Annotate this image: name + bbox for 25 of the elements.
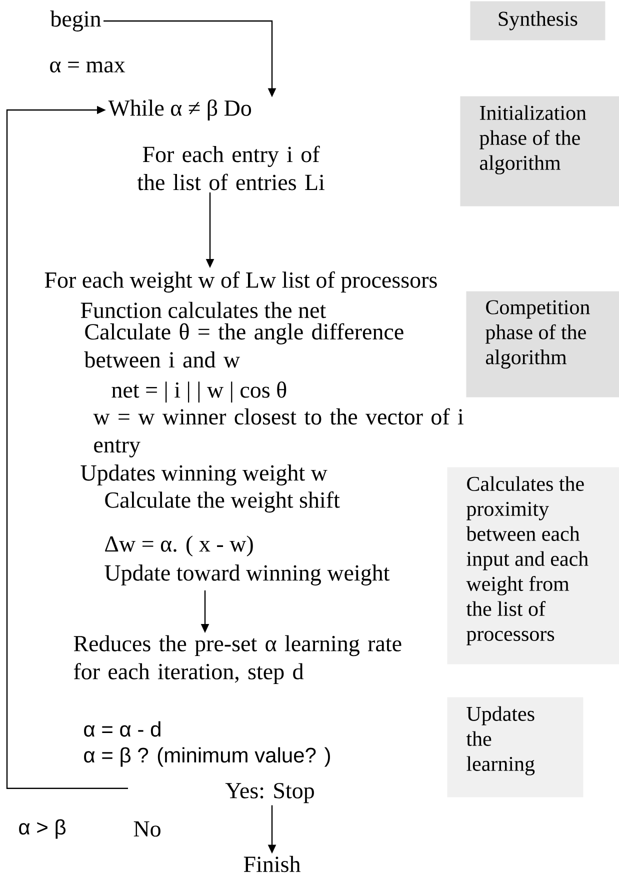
step-text: α = α - d: [84, 721, 160, 737]
label-text: α > β: [19, 819, 66, 839]
step-text: Calculate the weight shift: [105, 491, 340, 513]
step-text: Update toward winning weight: [104, 564, 390, 586]
loop-header-text: While α ≠ β Do: [108, 99, 252, 121]
note-box: Competition phase of the algorithm: [466, 291, 619, 398]
step-text: Δw = α. ( x - w): [105, 536, 253, 556]
note-box: Updates the learning: [447, 697, 584, 798]
note-box: Synthesis: [470, 1, 606, 40]
step-text: For each weight w of Lw list of processors: [44, 271, 437, 293]
step-text: For each entry i of the list of entries Li: [137, 146, 324, 190]
step-text: w = w winner closest to the vector of i entry: [93, 408, 464, 458]
note-box: Calculates the proximity between each input and each weight from the list of processors: [447, 467, 619, 664]
arrow: [6, 106, 128, 789]
label-text: α = max: [50, 61, 126, 73]
end-text: Finish: [244, 856, 300, 872]
step-text: α = β ? (minimum value? ): [84, 747, 330, 767]
step-text: Updates winning weight w: [80, 464, 328, 486]
step-text: net = | i | | w | cos θ: [112, 381, 286, 403]
stop-text: Yes: Stop: [225, 782, 314, 804]
step-text: Function calculates the net: [80, 302, 326, 318]
label-text: No: [134, 821, 160, 837]
step-text: Reduces the pre-set α learning rate for each iteration, step d: [74, 635, 402, 684]
step-text: begin: [50, 10, 101, 32]
note-box: Initialization phase of the algorithm: [460, 96, 619, 206]
